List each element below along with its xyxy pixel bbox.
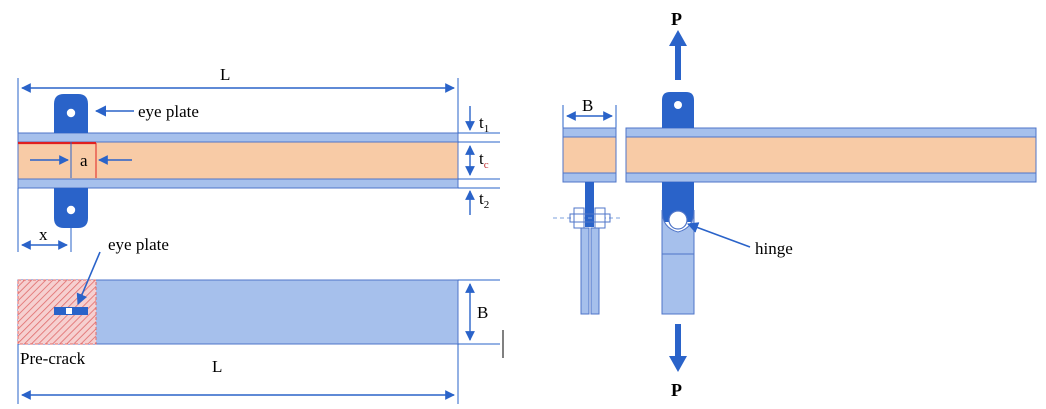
- arrow-down-icon: [669, 324, 687, 372]
- hinge-pin-circle: [668, 210, 688, 230]
- load-label-top: P: [671, 9, 682, 29]
- hinge-nut-left: [573, 207, 585, 229]
- end-width-label: B: [582, 96, 593, 115]
- thickness-core-label: tc: [479, 149, 489, 171]
- right-top-eye-hole: [674, 101, 682, 109]
- right-top-face: [625, 127, 1037, 138]
- arrow-up-icon: [669, 30, 687, 80]
- position-label: x: [39, 225, 48, 244]
- end-core: [562, 136, 617, 174]
- hinge-nut-right: [594, 207, 606, 229]
- plan-eye-plate-pointer: [76, 251, 101, 306]
- end-grip-right: [590, 227, 600, 315]
- right-bottom-face: [625, 172, 1037, 183]
- end-grip-left: [580, 227, 590, 315]
- end-top-face: [562, 127, 617, 138]
- length-bottom-label: L: [212, 357, 222, 376]
- lower-grip: [661, 253, 695, 315]
- load-label-bottom: P: [671, 380, 682, 400]
- precrack-label: Pre-crack: [20, 349, 86, 368]
- plan-view: eye plate Pre-crack B L: [17, 235, 504, 404]
- core: [17, 141, 459, 180]
- end-view: B: [553, 96, 622, 315]
- bottom-eye-hole: [66, 205, 76, 215]
- eye-plate-label-top: eye plate: [138, 102, 199, 121]
- plan-eye-hole: [66, 308, 72, 314]
- right-core: [625, 136, 1037, 174]
- bottom-face-sheet: [17, 178, 459, 189]
- side-view: L eye plate a x t: [17, 65, 500, 252]
- top-face-sheet: [17, 132, 459, 143]
- crack-length-label: a: [80, 151, 88, 170]
- hinge-pointer: [686, 222, 751, 248]
- length-label: L: [220, 65, 230, 84]
- end-bottom-face: [562, 172, 617, 183]
- end-eye-plate: [585, 182, 594, 227]
- hinge-lug: [661, 209, 695, 255]
- right-top-eye-plate: [662, 92, 694, 128]
- thickness-2-label: t2: [479, 189, 489, 211]
- width-label: B: [477, 303, 488, 322]
- hinge-pin: [569, 213, 611, 223]
- hinge-label: hinge: [755, 239, 793, 258]
- loaded-specimen: hinge P P: [625, 9, 1037, 400]
- eye-plate-label-bottom: eye plate: [108, 235, 169, 254]
- thickness-1-label: t1: [479, 113, 489, 135]
- top-eye-hole: [66, 108, 76, 118]
